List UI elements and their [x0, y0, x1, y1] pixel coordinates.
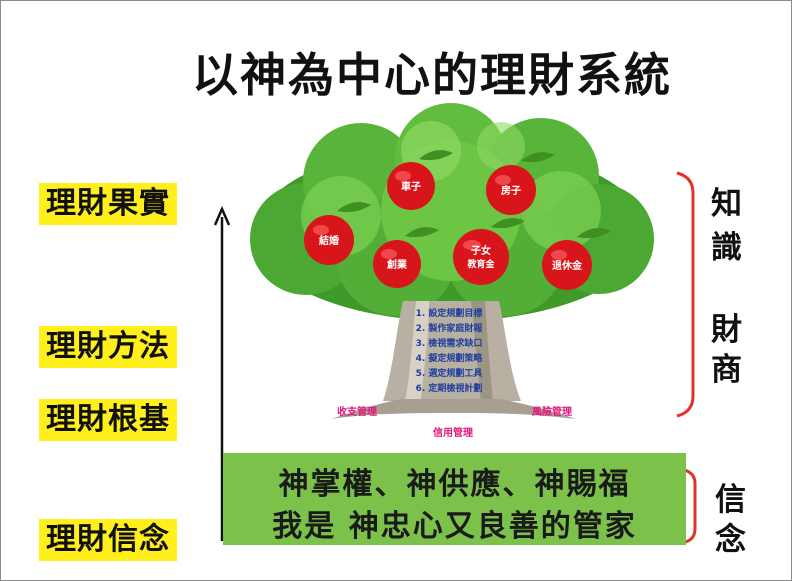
page-title: 以神為中心的理財系統 [192, 48, 672, 102]
svg-text:創業: 創業 [386, 258, 408, 271]
apple-marriage: 結婚 [304, 202, 371, 265]
label-method: 理財方法 [39, 326, 177, 368]
root-right-label: 風險管理 [532, 405, 572, 418]
svg-text:房子: 房子 [501, 184, 521, 197]
root-center-label: 信用管理 [433, 426, 473, 439]
svg-text:子女: 子女 [471, 244, 491, 257]
trunk-step-2: 5. 選定規劃工具 [416, 367, 483, 379]
right-label-belief-2: 念 [715, 522, 746, 558]
apple-education: 子女 教育金 [453, 218, 525, 285]
label-fruit: 理財果實 [39, 183, 177, 225]
svg-text:退休金: 退休金 [552, 259, 583, 272]
apple-car: 車子 [387, 150, 453, 210]
apple-business: 創業 [373, 227, 439, 288]
svg-text:教育金: 教育金 [466, 258, 495, 270]
trunk-step-4: 3. 檢視需求缺口 [416, 337, 483, 349]
right-label-knowledge-2: 識 [711, 230, 742, 266]
tree-foliage [250, 103, 654, 321]
svg-text:結婚: 結婚 [319, 234, 339, 247]
right-label-knowledge-1: 知 [711, 186, 742, 222]
svg-text:車子: 車子 [401, 180, 421, 193]
apple-house: 房子 [486, 152, 555, 215]
label-belief: 理財信念 [39, 519, 177, 561]
bracket-knowledge [676, 171, 695, 418]
trunk-step-6: 1. 設定規劃目標 [416, 307, 483, 319]
right-label-business-2: 商 [711, 352, 742, 388]
trunk-step-5: 2. 製作家庭財報 [416, 322, 484, 334]
belief-box: 神掌權、神供應、神賜福 我是 神忠心又良善的管家 [223, 453, 686, 545]
belief-line-1: 神掌權、神供應、神賜福 [278, 467, 631, 502]
right-label-belief-1: 信 [715, 482, 746, 518]
root-left-label: 收支管理 [337, 405, 377, 418]
trunk-step-3: 4. 擬定規劃策略 [416, 352, 484, 364]
growth-arrow-head [213, 205, 231, 226]
tree-trunk [331, 301, 576, 419]
right-label-business-1: 財 [711, 312, 742, 348]
trunk-step-1: 6. 定期檢視計劃 [416, 382, 483, 394]
apple-retirement: 退休金 [542, 228, 611, 290]
label-foundation: 理財根基 [39, 399, 177, 441]
bracket-belief [680, 467, 697, 545]
belief-line-2: 我是 神忠心又良善的管家 [272, 509, 637, 544]
